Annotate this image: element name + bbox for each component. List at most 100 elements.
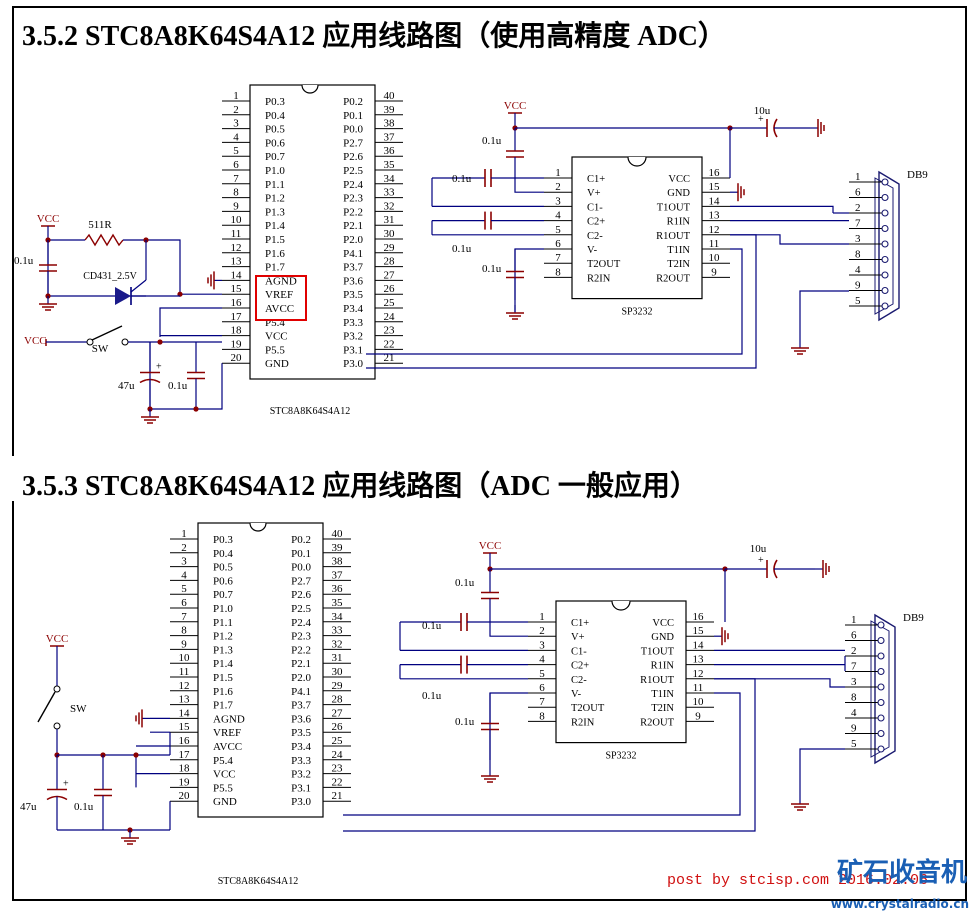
mcu-1-pin-37-label: P2.7 xyxy=(343,137,363,149)
mcu-1-pin-30-label: P2.0 xyxy=(343,234,363,246)
mcu-2-pin-16-number: 16 xyxy=(179,735,191,747)
mcu-2-pin-10-number: 10 xyxy=(179,652,191,664)
mcu-2-pin-19-label: P5.5 xyxy=(213,782,233,794)
mcu-2-pin-23-label: P3.2 xyxy=(291,769,311,781)
mcu-1-pin-7-number: 7 xyxy=(233,173,239,185)
p30-rx-wire-1 xyxy=(366,234,757,369)
mcu-1-pin-26-number: 26 xyxy=(384,283,396,295)
sp3232-1-pin-9-number: 9 xyxy=(711,266,717,278)
mcu-1-pin-1-number: 1 xyxy=(233,90,239,102)
mcu-2-pin-2-label: P0.4 xyxy=(213,548,233,560)
sp3232-2-pin-14-number: 14 xyxy=(693,639,705,651)
mcu-2-pin-21-number: 21 xyxy=(332,790,343,802)
db9-1-part-name: DB9 xyxy=(907,169,928,181)
mcu-2-pin-5-number: 5 xyxy=(181,583,187,595)
sp3232-1-pin-14-label: T1OUT xyxy=(657,202,691,213)
mcu-2-pin-11-label: P1.5 xyxy=(213,672,233,684)
mcu-1-part-name: STC8A8K64S4A12 xyxy=(270,406,351,417)
db9-2-pin-2-contact xyxy=(877,652,885,660)
mcu-2-pin-15-number: 15 xyxy=(179,721,191,733)
mcu-1-pin-28-label: P3.7 xyxy=(343,262,363,274)
sp3232-2-pin-3-label: C1- xyxy=(571,646,587,657)
db9-2-pin-2-number: 2 xyxy=(851,645,857,657)
mcu-1-pin-10-label: P1.4 xyxy=(265,220,285,232)
mcu-1-pin-40-number: 40 xyxy=(384,90,396,102)
mcu-2-pin-33-number: 33 xyxy=(332,625,344,637)
mcu-1-pin-35-number: 35 xyxy=(384,159,396,171)
sp3232-1-pin-7-number: 7 xyxy=(555,252,561,264)
sp3232-1-pin-16-label: VCC xyxy=(668,174,690,185)
sp3232-1-pin-13-number: 13 xyxy=(709,210,721,222)
mcu-1-pin-13-label: P1.7 xyxy=(265,262,285,274)
mcu-2-pin-30-label: P2.0 xyxy=(291,672,311,684)
db9-gnd-wire-1 xyxy=(799,290,849,340)
mcu-2-notch xyxy=(249,522,267,532)
mcu-2-pin-8-number: 8 xyxy=(181,625,187,637)
mcu-2-pin-21-label: P3.0 xyxy=(291,796,311,808)
mcu-1-pin-17-label: P5.4 xyxy=(265,317,285,329)
mcu-1-pin-2-number: 2 xyxy=(233,104,239,116)
sp3232-1-pin-13-label: R1IN xyxy=(667,217,691,228)
sp3232-2-pin-12-label: R1OUT xyxy=(640,675,674,686)
db9-1-pin-2-number: 2 xyxy=(855,202,861,214)
sp3232-1-pin-2-label: V+ xyxy=(587,188,601,199)
cap-0.1u-c2-1-label: 0.1u xyxy=(452,243,472,255)
mcu-1-pin-14-number: 14 xyxy=(231,269,243,281)
mcu-2-pin-27-label: P3.6 xyxy=(291,713,311,725)
ecap-10u-2-label: 10u xyxy=(750,543,767,555)
mcu-2-pin-6-number: 6 xyxy=(181,597,187,609)
mcu-1-pin-38-number: 38 xyxy=(384,118,396,130)
mcu-1-pin-13-number: 13 xyxy=(231,256,243,268)
mcu-1-pin-11-label: P1.5 xyxy=(265,234,285,246)
cap-0.1u-vminus-2-label: 0.1u xyxy=(455,716,475,728)
ecap-10u-2-plus: + xyxy=(758,555,764,566)
mcu-2-pin-18-number: 18 xyxy=(179,763,191,775)
mcu-2-pin-32-label: P2.2 xyxy=(291,644,311,656)
vcc-2-label: VCC xyxy=(24,335,47,347)
mcu-2-pin-19-number: 19 xyxy=(179,776,191,788)
mcu-1-pin-11-number: 11 xyxy=(231,228,242,240)
mcu-2-pin-9-number: 9 xyxy=(181,638,187,650)
mcu-1-pin-31-label: P2.1 xyxy=(343,220,363,232)
mcu-1-pin-22-number: 22 xyxy=(384,338,395,350)
switch-2-contact-b xyxy=(53,722,61,730)
sp3232-1-pin-2-number: 2 xyxy=(555,181,561,193)
sp3232-2-pin-10-number: 10 xyxy=(693,696,705,708)
sp3232-2-pin-1-number: 1 xyxy=(539,611,545,623)
switch-2-contact-a xyxy=(53,685,61,693)
db9-2-pin-5-contact xyxy=(877,745,885,753)
mcu-2-pin-39-number: 39 xyxy=(332,542,344,554)
switch-2-lever xyxy=(37,691,56,723)
mcu-2-pin-13-label: P1.7 xyxy=(213,700,233,712)
mcu-2-pin-28-label: P3.7 xyxy=(291,700,311,712)
frame-border-left-top xyxy=(12,6,14,456)
p31-tx-wire-1 xyxy=(366,248,743,355)
mcu-1-pin-7-label: P1.1 xyxy=(265,179,285,191)
mcu-1-pin-25-label: P3.4 xyxy=(343,303,363,315)
ref-diode-body xyxy=(115,287,131,305)
db9-2-part-name: DB9 xyxy=(903,612,924,624)
sp3232-2-pin-9-number: 9 xyxy=(695,710,701,722)
db9-1-pin-4-number: 4 xyxy=(855,264,861,276)
mcu-2-pin-22-number: 22 xyxy=(332,776,343,788)
mcu-2-pin-25-label: P3.4 xyxy=(291,741,311,753)
mcu-1-pin-9-label: P1.3 xyxy=(265,206,285,218)
mcu-1-pin-39-number: 39 xyxy=(384,104,396,116)
mcu-2-pin-32-number: 32 xyxy=(332,638,343,650)
sp3232-2-pin-11-label: T1IN xyxy=(651,689,674,700)
db9-2-pin-4-contact xyxy=(877,714,885,722)
switch-contact-a xyxy=(86,338,94,346)
cap-0.1u-c1-1-label: 0.1u xyxy=(452,173,472,185)
mcu-2-pin-26-number: 26 xyxy=(332,721,344,733)
sp3232-2-notch xyxy=(611,600,631,611)
sp3232-2-pin-15-number: 15 xyxy=(693,625,705,637)
mcu-2-pin-37-number: 37 xyxy=(332,569,344,581)
vcc-3-top-label: VCC xyxy=(504,100,527,112)
mcu-1-pin-10-number: 10 xyxy=(231,214,243,226)
sp3232-2-pin-16-label: VCC xyxy=(652,618,674,629)
db9-1-pin-9-number: 9 xyxy=(855,280,861,292)
mcu-1-pin-4-number: 4 xyxy=(233,131,239,143)
mcu-2-pin-14-label: AGND xyxy=(213,713,245,725)
mcu-1-pin-32-label: P2.2 xyxy=(343,206,363,218)
